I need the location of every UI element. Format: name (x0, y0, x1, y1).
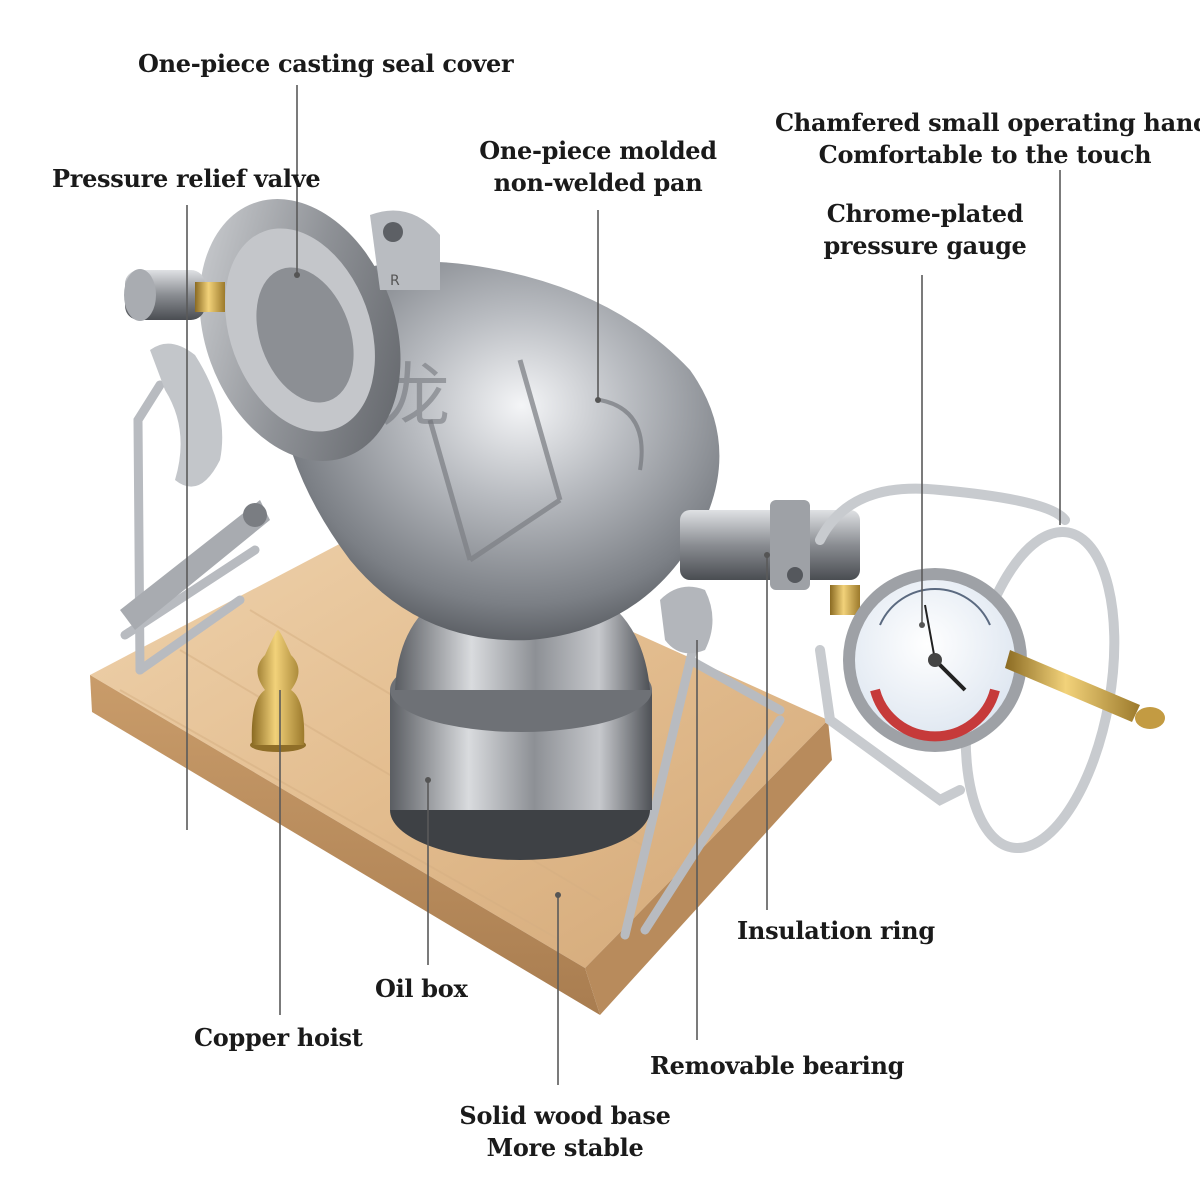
label-gauge: Chrome-plated pressure gauge (823, 199, 1027, 260)
label-insulation-ring: Insulation ring (737, 916, 935, 945)
seal-cover: R (199, 199, 440, 461)
label-copper-hoist: Copper hoist (194, 1023, 363, 1052)
label-handles: Chamfered small operating handles Comfor… (775, 108, 1200, 169)
label-seal-cover: One-piece casting seal cover (138, 49, 514, 78)
left-stand (120, 380, 260, 675)
label-wood-base: Solid wood base More stable (459, 1101, 671, 1162)
label-oil-box: Oil box (375, 974, 468, 1003)
clamp-handle (120, 343, 270, 630)
label-pan: One-piece molded non-welded pan (479, 136, 717, 197)
label-relief-valve: Pressure relief valve (52, 164, 321, 193)
leader-lines (186, 85, 1061, 1085)
shaft (680, 500, 860, 615)
copper-hoist (250, 630, 306, 752)
plate-letter: R (390, 273, 400, 289)
removable-bearing (660, 586, 713, 654)
brass-handle (1005, 650, 1165, 729)
label-removable-bearing: Removable bearing (650, 1051, 905, 1080)
right-stand (620, 635, 785, 940)
pressure-gauge-icon (843, 568, 1027, 752)
relief-valve (124, 269, 225, 321)
